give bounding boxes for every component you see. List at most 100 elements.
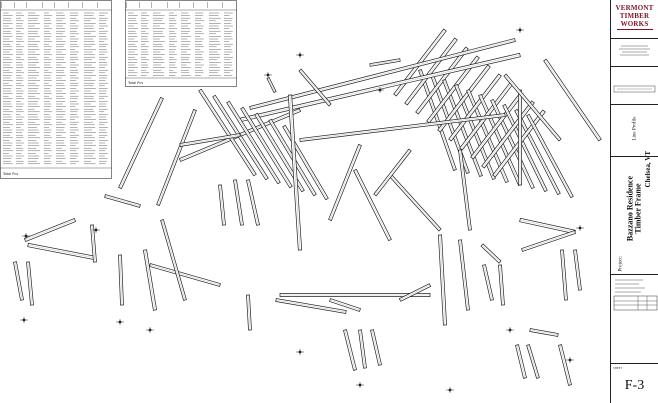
timber-centerline [374,149,411,196]
timber-centerline [267,77,276,93]
logo-rule [616,29,653,30]
sheet-number: F-3 [624,378,645,393]
timber-centerline [234,179,243,226]
timber-centerline [344,329,356,371]
timber-centerline [289,94,301,251]
joint-marker [358,383,362,387]
timber-centerline [119,97,163,189]
timber-centerline [503,104,547,192]
joint-marker [448,388,452,392]
schedule-rows-left [1,2,108,165]
timber-centerline [329,144,361,221]
timber-centerline [199,89,256,176]
logo-line-3: WORKS [620,20,649,28]
joint-marker [298,350,302,354]
timber-centerline [161,219,186,301]
timber-centerline [157,109,196,206]
timber-centerline [399,284,431,301]
logo-line-2: TIMBER [619,12,650,20]
timber-members [13,28,602,386]
logo-line-1: VERMONT [615,4,654,12]
joint-marker [568,358,572,362]
line-profile-cell: Line Profile [611,104,658,157]
company-address-block [611,38,658,67]
timber-centerline [24,219,76,241]
timber-centerline [359,329,366,369]
sheet-label: SHEET [613,366,623,370]
schedule-total-left: Total Pcs [2,172,18,176]
timber-centerline [389,174,441,231]
timber-centerline [439,234,446,326]
project-location: Chelsea, VT [644,151,652,188]
timber-centerline [416,47,468,114]
joint-marker [266,73,270,77]
timber-centerline [519,219,576,233]
timber-centerline [529,329,559,336]
timber-centerline [329,299,361,311]
timber-centerline [179,134,241,146]
timber-centerline [249,39,516,109]
timber-centerline [459,239,469,311]
piece-schedule-left: Total Pcs [0,0,112,179]
timber-centerline [149,264,221,286]
piece-labels [20,27,584,393]
timber-centerline [247,179,259,226]
timber-centerline [559,344,571,386]
timber-centerline [275,299,347,313]
timber-centerline [144,249,156,311]
timber-centerline [419,69,456,171]
joint-marker [518,28,522,32]
joint-marker [508,328,512,332]
joint-marker [378,88,382,92]
timber-centerline [227,101,280,184]
joint-marker [24,234,28,238]
timber-centerline [504,74,561,141]
revision-info-cell [611,274,658,364]
timber-centerline [369,59,401,66]
notes-box [613,85,656,93]
timber-centerline [27,244,96,259]
timber-centerline [515,109,560,195]
notes-block [611,66,658,105]
company-logo: VERMONT TIMBER WORKS [611,0,658,39]
timber-centerline [247,294,251,331]
timber-centerline [574,249,581,291]
timber-centerline [561,249,567,301]
timber-centerline [521,231,576,251]
timber-centerline [499,264,504,306]
sheet-number-cell: SHEET F-3 [611,364,658,403]
address-text-lines [619,45,650,56]
timber-centerline [354,169,391,241]
timber-centerline [482,101,534,168]
timber-centerline [481,244,501,263]
timber-centerline [91,224,96,263]
timber-centerline [471,92,523,159]
timber-centerline [449,74,501,141]
joint-marker [118,320,122,324]
timber-centerline [14,261,23,301]
timber-centerline [241,107,292,188]
joint-marker [148,328,152,332]
timber-centerline [479,94,521,186]
joint-marker [298,53,302,57]
project-cell: Project: Bazzano Residence Timber Frame … [611,151,658,275]
timber-centerline [459,149,471,231]
timber-centerline [371,329,381,366]
timber-centerline [483,264,493,301]
schedule-rows-right [126,2,233,76]
title-block: VERMONT TIMBER WORKS Line Profile Projec… [610,0,658,403]
timber-centerline [299,114,506,141]
timber-centerline [119,254,123,306]
timber-centerline [299,69,331,106]
timber-centerline [219,184,225,226]
timber-centerline [544,59,601,141]
timber-centerline [104,195,141,207]
timber-centerline [213,95,268,180]
piece-schedule-right: Total Pcs [125,0,237,87]
joint-marker [94,228,98,232]
revision-table [613,279,658,311]
timber-centerline [516,344,526,379]
timber-centerline [405,38,457,105]
joint-marker [22,318,26,322]
project-name-line-2: Timber Frame [633,183,643,234]
